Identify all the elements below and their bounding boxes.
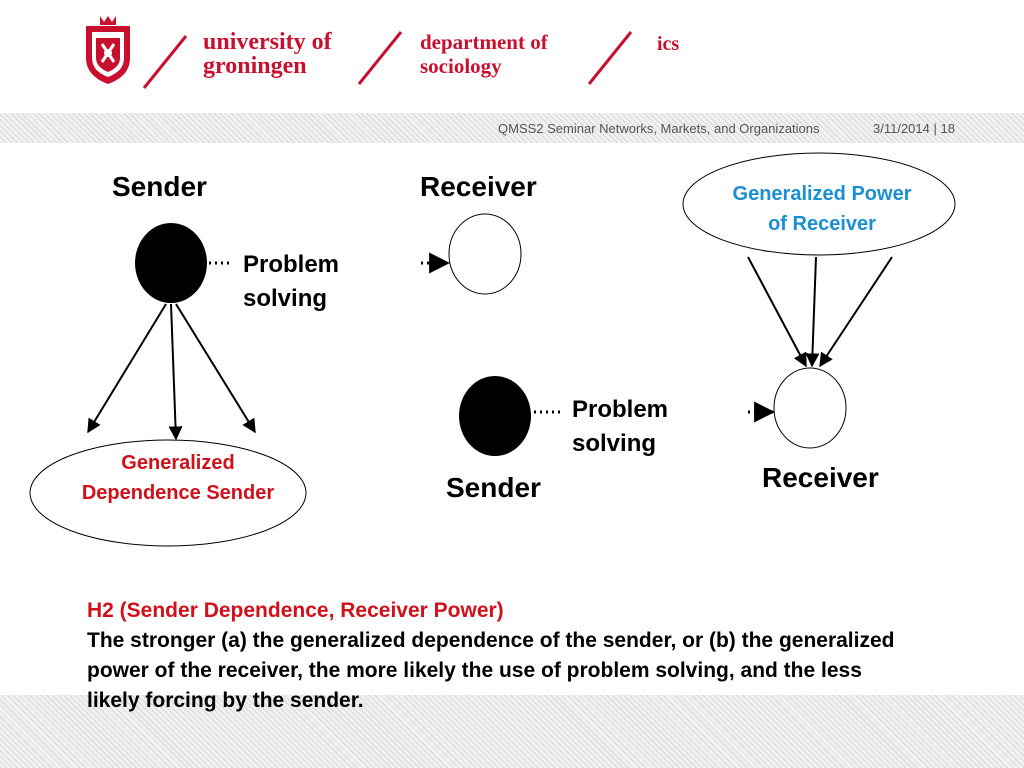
institute-name: ics xyxy=(657,33,680,55)
generalized-power-label: Generalized Power of Receiver xyxy=(732,183,912,235)
problem-solving-label: Problem solving xyxy=(572,396,669,457)
problem-solving-label: Problem solving xyxy=(243,251,340,312)
dependence-arrow xyxy=(175,303,256,434)
divider-slash-icon xyxy=(357,31,403,85)
sender-node xyxy=(459,376,531,456)
department-name: department of sociology xyxy=(420,30,548,78)
generalized-power-ellipse xyxy=(682,152,956,256)
receiver-label: Receiver xyxy=(762,462,879,493)
power-arrow xyxy=(805,256,820,368)
divider-slash-icon xyxy=(142,35,188,89)
divider-slash-icon xyxy=(587,31,633,85)
sender-label: Sender xyxy=(446,472,541,503)
hypothesis-body: The stronger (a) the generalized depende… xyxy=(87,629,895,712)
sender-node xyxy=(135,223,207,303)
slide-header: university of groningen department of so… xyxy=(0,0,1024,112)
dependence-arrow xyxy=(168,303,183,441)
power-arrow xyxy=(747,256,807,368)
university-name: university of groningen xyxy=(203,29,332,79)
header-band xyxy=(0,113,1024,143)
date-page-number: 3/11/2014 | 18 xyxy=(873,121,955,136)
receiver-node xyxy=(448,213,522,295)
university-crest-logo xyxy=(86,16,130,84)
receiver-node xyxy=(773,367,847,449)
hypothesis-block: H2 (Sender Dependence, Receiver Power) T… xyxy=(87,596,917,716)
receiver-label: Receiver xyxy=(420,171,537,202)
generalized-dependence-ellipse xyxy=(29,439,307,547)
footer-band xyxy=(0,695,1024,768)
power-arrow xyxy=(819,256,893,368)
sender-label: Sender xyxy=(112,171,207,202)
dependence-arrow xyxy=(87,303,167,434)
generalized-dependence-label: Generalized Dependence Sender xyxy=(81,452,275,504)
hypothesis-title: H2 (Sender Dependence, Receiver Power) xyxy=(87,599,504,622)
course-title: QMSS2 Seminar Networks, Markets, and Org… xyxy=(498,121,820,136)
